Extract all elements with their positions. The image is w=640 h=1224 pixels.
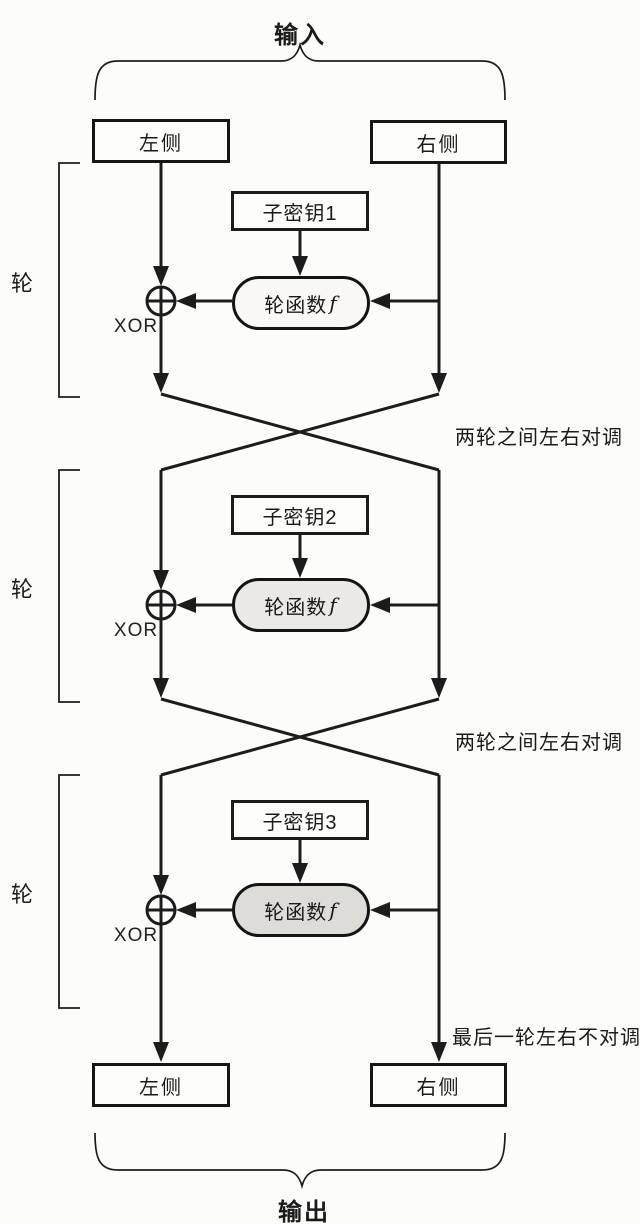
input-brace — [94, 41, 506, 101]
top-right-box: 右侧 — [370, 120, 507, 164]
round-1-label: 轮 — [10, 271, 33, 296]
bottom-left-box: 左侧 — [92, 1063, 230, 1107]
round-3-arrowheads — [153, 863, 447, 1062]
subkey-1-box: 子密钥1 — [231, 191, 369, 231]
subkey-3-box: 子密钥3 — [231, 800, 369, 840]
round-2-lines — [145, 470, 441, 679]
swap-note-2: 两轮之间左右对调 — [455, 732, 623, 754]
round-function-label: 轮函数 — [264, 596, 328, 619]
top-left-box: 左侧 — [92, 119, 230, 163]
swap-note-1: 两轮之间左右对调 — [455, 427, 623, 449]
output-brace — [94, 1132, 506, 1190]
xor-2-label: XOR — [113, 620, 159, 641]
round-function-var: f — [329, 898, 338, 922]
bottom-right-box: 右侧 — [370, 1063, 507, 1107]
round-3-label: 轮 — [10, 882, 33, 907]
xor-3-label: XOR — [113, 925, 159, 946]
xor-1-label: XOR — [113, 316, 159, 337]
round-2-bracket — [58, 469, 80, 703]
no-swap-note: 最后一轮左右不对调 — [452, 1027, 640, 1049]
crossover-2 — [160, 697, 440, 777]
round-3-bracket — [58, 774, 80, 1009]
round-function-label: 轮函数 — [264, 901, 328, 924]
round-2-label: 轮 — [10, 577, 33, 602]
round-function-var: f — [329, 291, 338, 315]
round-1-lines — [145, 163, 441, 374]
round-function-label: 轮函数 — [264, 294, 328, 317]
crossover-1 — [160, 392, 440, 472]
output-title: 输出 — [278, 1199, 330, 1224]
round-1-bracket — [58, 162, 80, 398]
round-2-arrowheads — [153, 558, 447, 698]
round-function-var: f — [329, 593, 338, 617]
input-title: 输入 — [274, 22, 326, 49]
round-3-lines — [145, 775, 441, 1043]
subkey-2-box: 子密钥2 — [231, 495, 369, 535]
round-1-arrowheads — [153, 256, 447, 393]
